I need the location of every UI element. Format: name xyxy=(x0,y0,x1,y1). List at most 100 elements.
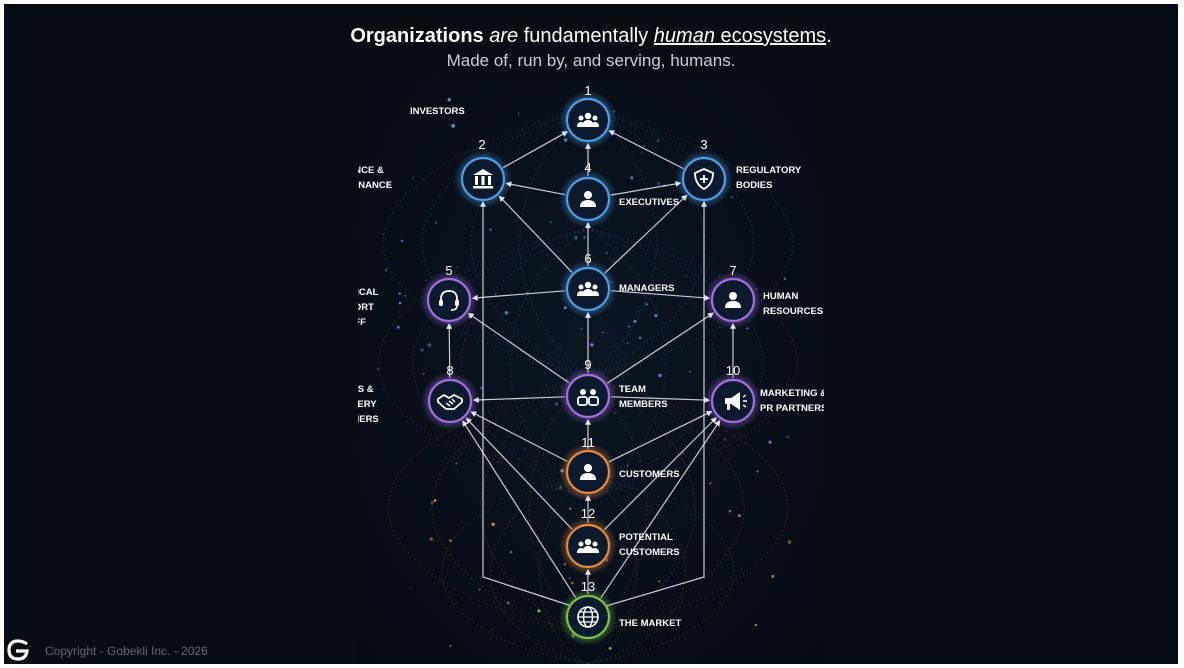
background-dot xyxy=(641,152,643,155)
background-dot xyxy=(642,144,645,148)
background-curve xyxy=(587,477,686,664)
background-dot xyxy=(658,580,661,583)
background-dot xyxy=(434,221,438,224)
background-dot xyxy=(771,574,775,578)
node-finance[interactable]: 2FINANCE &GOVERNANCE xyxy=(358,137,512,208)
background-dot xyxy=(728,509,732,513)
node-circle xyxy=(565,373,611,419)
background-dot xyxy=(494,293,497,296)
background-dot xyxy=(537,609,541,613)
node-label: STAFF xyxy=(358,317,366,328)
background-dot xyxy=(420,348,424,352)
background-dot xyxy=(559,486,563,490)
background-dot xyxy=(427,343,432,347)
background-curve xyxy=(587,107,754,379)
background-curve xyxy=(587,227,715,499)
node-label: CUSTOMERS xyxy=(619,547,680,558)
node-label: GOVERNANCE xyxy=(358,180,392,191)
node-label: CUSTOMERS xyxy=(619,469,680,480)
node-label: TECHNICAL xyxy=(358,287,379,298)
background-curve xyxy=(441,477,589,664)
background-dot xyxy=(686,275,688,277)
edge-team-to-marketing xyxy=(610,396,711,404)
node-technical[interactable]: 5TECHNICALSUPPORTSTAFF xyxy=(358,263,478,329)
background-dot xyxy=(605,252,608,255)
background-dot xyxy=(412,177,414,179)
background-dot xyxy=(449,118,451,120)
background-curve xyxy=(587,227,764,499)
background-dot xyxy=(506,601,510,605)
background-dot xyxy=(645,303,648,306)
node-number: 12 xyxy=(581,506,595,521)
background-dot xyxy=(527,291,529,294)
node-number: 9 xyxy=(584,357,591,372)
background-curve xyxy=(387,377,589,639)
background-dot xyxy=(756,470,759,473)
background-dot xyxy=(384,268,388,272)
edge-potential-to-marketing xyxy=(603,417,717,531)
node-label: TEAM xyxy=(619,384,646,395)
background-curve xyxy=(587,477,637,664)
background-dot xyxy=(657,182,661,186)
background-dot xyxy=(422,372,425,376)
slide-title: Organizations are fundamentally human ec… xyxy=(4,24,1178,48)
node-label: INVESTORS xyxy=(410,106,465,117)
background-dot xyxy=(478,588,481,591)
background-curve xyxy=(587,227,798,499)
node-layer: 1INVESTORS2FINANCE &GOVERNANCE 3REGULATOR… xyxy=(358,83,824,646)
edge-potential-to-sales xyxy=(465,417,573,530)
background-curve xyxy=(509,227,589,499)
background-curve xyxy=(587,107,706,379)
background-dot xyxy=(488,228,493,232)
background-dot xyxy=(583,236,586,239)
background-dot xyxy=(786,383,788,385)
edge-managers-to-hr xyxy=(610,290,711,301)
edge-sales-to-technical xyxy=(446,322,453,379)
background-dot xyxy=(404,294,407,297)
node-sales[interactable]: 8SALES &DELIVERYPARTNERS xyxy=(358,363,479,430)
background-dot xyxy=(590,343,594,347)
background-curve xyxy=(422,107,589,379)
background-dot xyxy=(768,440,772,444)
background-dot xyxy=(580,327,583,330)
background-dot xyxy=(425,279,427,282)
edge-customers-to-marketing xyxy=(608,411,713,463)
title-part: . xyxy=(826,25,832,47)
background-dot xyxy=(490,629,493,631)
edge-managers-to-finance xyxy=(498,195,573,273)
background-dot xyxy=(626,342,629,345)
node-number: 8 xyxy=(446,363,453,378)
node-number: 3 xyxy=(700,137,707,152)
background-dot xyxy=(709,482,712,485)
background-dot xyxy=(608,646,612,650)
background-dot xyxy=(430,501,434,505)
background-dot xyxy=(398,301,402,305)
slide: Organizations are fundamentally human ec… xyxy=(4,4,1178,664)
background-dot xyxy=(555,402,559,406)
node-label: MARKETING & xyxy=(760,388,824,399)
title-part: human xyxy=(653,25,715,47)
node-label: DELIVERY xyxy=(358,399,377,410)
background-dot xyxy=(400,239,404,243)
node-label: REGULATORY xyxy=(736,165,802,176)
background-curve xyxy=(587,107,793,379)
background-dot xyxy=(504,311,509,315)
background-dot xyxy=(524,447,526,450)
background-dot xyxy=(730,196,733,199)
background-dot xyxy=(449,644,452,648)
background-dot xyxy=(546,255,548,257)
background-dot xyxy=(723,438,727,441)
background-curve xyxy=(412,227,589,499)
background-dot xyxy=(480,386,483,390)
node-number: 4 xyxy=(584,160,591,175)
